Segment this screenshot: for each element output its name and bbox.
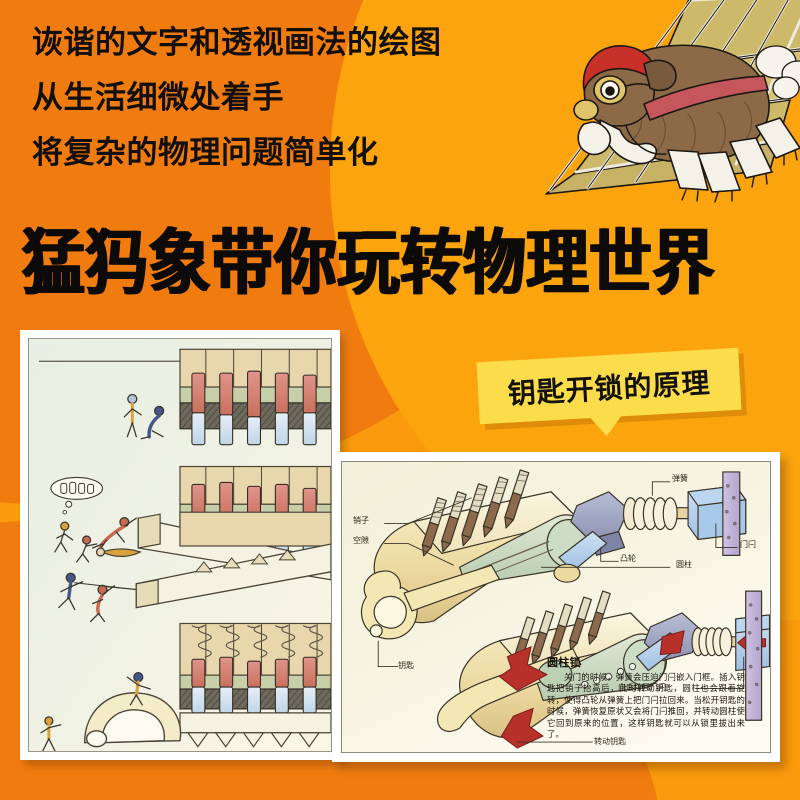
cylinder-lock-inset-panel: 销子 空隙 凸轮 圆柱 弹簧 门闩 向后拉回门闩 钥匙 转动钥匙 圆柱锁 关门的… bbox=[332, 452, 780, 762]
cylinder-lock-canvas: 销子 空隙 凸轮 圆柱 弹簧 门闩 向后拉回门闩 钥匙 转动钥匙 圆柱锁 关门的… bbox=[341, 461, 771, 753]
cylinder-lock-heading: 圆柱锁 bbox=[547, 656, 581, 669]
left-illustration-canvas bbox=[28, 338, 332, 752]
label-gap: 空隙 bbox=[353, 536, 369, 545]
mammoth-hangglider-illustration bbox=[540, 0, 800, 222]
callout-badge: 钥匙开锁的原理 bbox=[476, 347, 742, 438]
left-illustration-panel bbox=[20, 330, 340, 760]
page-title: 猛犸象带你玩转物理世界 bbox=[22, 220, 716, 305]
lock-sequence-drawing bbox=[29, 339, 331, 751]
subtitle-group: 诙谐的文字和透视画法的绘图 从生活细微处着手 将复杂的物理问题简单化 bbox=[32, 16, 442, 181]
label-spring: 弹簧 bbox=[672, 474, 688, 483]
subtitle-line-3: 将复杂的物理问题简单化 bbox=[32, 135, 379, 171]
callout-badge-tail bbox=[589, 415, 623, 438]
subtitle-line-1: 诙谐的文字和透视画法的绘图 bbox=[32, 25, 442, 61]
label-cylinder: 圆柱 bbox=[676, 560, 692, 569]
label-key: 钥匙 bbox=[398, 661, 414, 670]
label-bolt: 门闩 bbox=[740, 540, 756, 549]
cylinder-lock-paragraph: 关门的时候，弹簧会压迫门闩嵌入门框。插入钥匙把销子抬高后，此时转动钥匙，圆柱也会… bbox=[547, 672, 745, 740]
callout-badge-label: 钥匙开锁的原理 bbox=[506, 366, 712, 411]
subtitle-line-2: 从生活细微处着手 bbox=[32, 80, 284, 116]
label-pin: 销子 bbox=[353, 516, 369, 525]
cylinder-lock-text-block: 圆柱锁 关门的时候，弹簧会压迫门闩嵌入门框。插入钥匙把销子抬高后，此时转动钥匙，… bbox=[547, 654, 745, 740]
label-cam: 凸轮 bbox=[620, 554, 636, 563]
